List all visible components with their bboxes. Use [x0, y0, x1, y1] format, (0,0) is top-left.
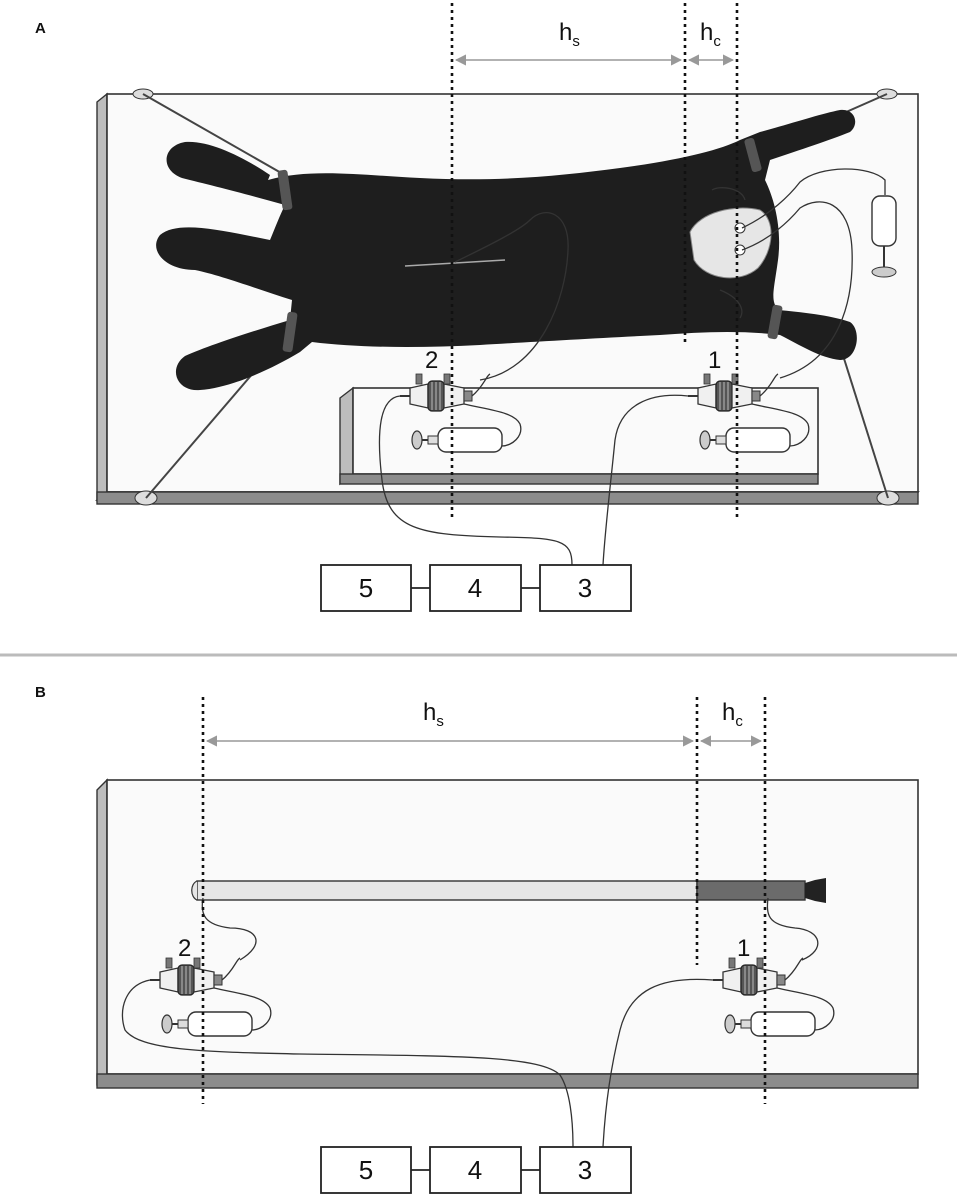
- panel-b-line-2: [201, 897, 257, 961]
- panel-a-femoral-line: [404, 212, 569, 381]
- panel-b-box-3-label: 3: [578, 1155, 592, 1185]
- panel-a: A: [35, 3, 920, 612]
- panel-a-chest-lines: [711, 168, 897, 379]
- panel-b-box-4-label: 4: [468, 1155, 482, 1185]
- panel-a-hs-label: hs: [559, 19, 580, 50]
- panel-b-hs-label: hs: [423, 699, 444, 730]
- panel-b-hc-label: hc: [722, 699, 743, 730]
- panel-a-box-3: [539, 564, 632, 612]
- panel-b-box-5: [320, 1146, 412, 1194]
- rat-silhouette: [156, 109, 857, 391]
- panel-b: B 2 1 h: [35, 684, 919, 1194]
- panel-a-sensor-label-1: 1: [708, 347, 721, 374]
- panel-b-cables: [121, 978, 714, 1148]
- panel-b-board: [96, 778, 919, 1089]
- panel-a-cuffs: [277, 137, 783, 353]
- panel-b-line-1: [766, 897, 819, 961]
- panel-b-letter: B: [35, 684, 46, 701]
- panel-a-hc-label: hc: [700, 19, 721, 50]
- panel-a-box-5-label: 5: [359, 573, 373, 603]
- panel-a-box-4-label: 4: [468, 573, 482, 603]
- panel-a-chest-cuff: [689, 207, 772, 279]
- panel-b-tube-column: [191, 878, 826, 903]
- panel-b-box-4: [429, 1146, 522, 1194]
- panel-a-cables: [378, 394, 689, 566]
- panel-a-letter: A: [35, 20, 46, 37]
- panel-b-sensor-label-2: 2: [178, 935, 191, 962]
- panel-a-sensor-label-2: 2: [425, 347, 438, 374]
- panel-a-box-3-label: 3: [578, 573, 592, 603]
- panel-b-sensor-label-1: 1: [737, 935, 750, 962]
- panel-a-box-5: [320, 564, 412, 612]
- panel-a-equipment-chain: 5 4 3: [320, 564, 632, 612]
- panel-b-box-5-label: 5: [359, 1155, 373, 1185]
- panel-b-equipment-chain: 5 4 3: [320, 1146, 632, 1194]
